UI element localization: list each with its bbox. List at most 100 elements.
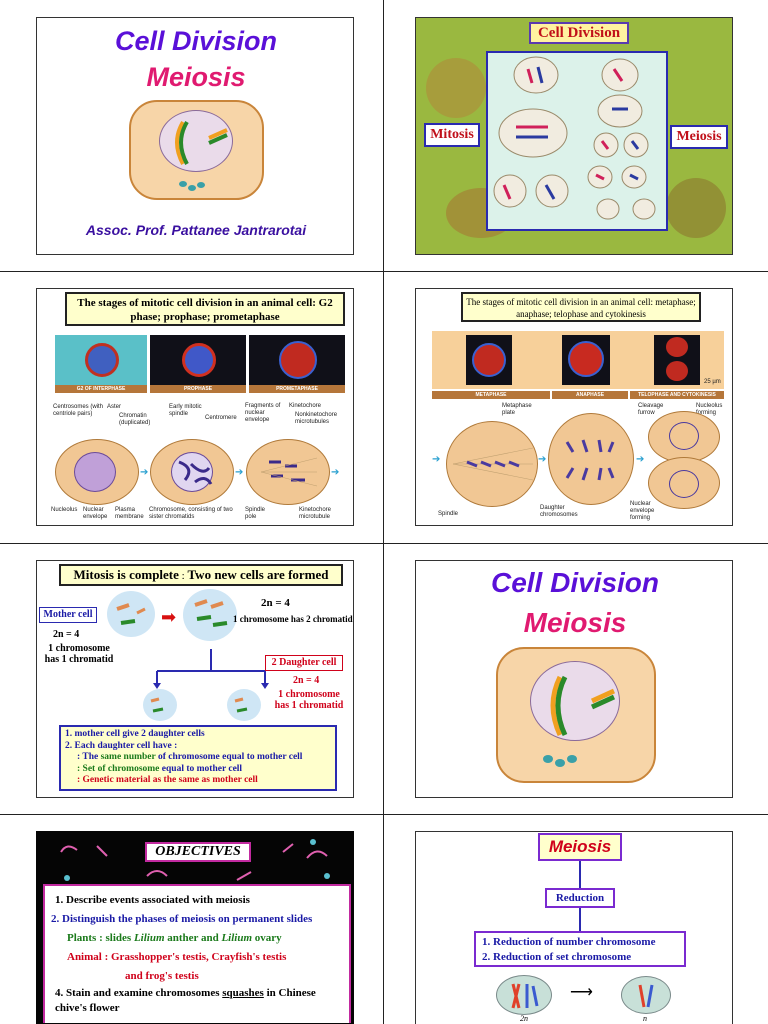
arrow-icon: ➔ [331, 467, 340, 478]
chromosome-decoration-icon [60, 839, 330, 881]
label-nucleolus-forming: Nucleolus forming [696, 403, 723, 416]
label-cleavage: Cleavage furrow [638, 403, 664, 416]
slide1-subtitle: Meiosis [146, 62, 246, 92]
left-2n: 2n = 4 [53, 629, 80, 640]
meiosis-cell-illustration [129, 100, 264, 200]
objective-animal-2: and frog's testis [125, 970, 199, 982]
slide-2: Cell Division [415, 17, 733, 255]
split-arrow-icon [153, 649, 269, 689]
meiosis-label: Meiosis [670, 125, 728, 149]
left-chrom: 1 chromosome has 1 chromatid [44, 643, 114, 665]
slide4-title: The stages of mitotic cell division in a… [461, 292, 701, 322]
grid-line-2 [0, 543, 768, 544]
slide-3: The stages of mitotic cell division in a… [36, 288, 354, 526]
cell-prometaphase [246, 439, 330, 505]
label-kinetochore: Kinetochore [289, 403, 322, 409]
division-cells-icon [493, 56, 656, 220]
slide2-title: Cell Division [529, 22, 629, 44]
objective-2: 2. Distinguish the phases of meiosis on … [51, 913, 313, 925]
grid-line-3 [0, 814, 768, 815]
meiosis-cell-illustration [496, 647, 656, 783]
strip-metaphase: METAPHASE [432, 391, 550, 399]
objective-plants-a: Plants : slides [67, 932, 134, 944]
strip-anaphase: ANAPHASE [552, 391, 628, 399]
nucleus [530, 661, 620, 741]
arrow-right-icon: ➡ [161, 607, 177, 627]
note-3b: same number [100, 752, 156, 762]
chromosome-icon [543, 675, 616, 767]
strip-telophase: TELOPHASE AND CYTOKINESIS [630, 391, 724, 399]
note-4: : Set of chromosome equal to mother cell [65, 764, 331, 776]
scale-label: 25 µm [704, 379, 721, 385]
slide5-title-a: Mitosis is complete [73, 567, 179, 582]
slide-6: Cell Division Meiosis [415, 560, 733, 798]
objective-1: 1. Describe events associated with meios… [55, 894, 250, 906]
label-nonkinetochore: Nonkinetochore microtubules [295, 412, 338, 425]
top-2n: 2n = 4 [261, 597, 290, 609]
slide5-title: Mitosis is complete : Two new cells are … [59, 564, 343, 586]
slide-7: OBJECTIVES 1. Describe events associated… [36, 831, 354, 1024]
slide-1: Cell Division Meiosis Assoc. Prof. Patta… [36, 17, 354, 255]
arrow-icon: ➔ [140, 467, 149, 478]
note-3a: : The [77, 752, 101, 762]
objective-animal: Animal : Grasshopper's testis, Crayfish'… [67, 951, 287, 963]
left-n-label: 2n [520, 1014, 528, 1023]
arrow-icon: ➔ [538, 454, 547, 465]
slide5-title-sep: : [178, 570, 188, 582]
division-diagram-panel [486, 51, 668, 231]
mitosis-label: Mitosis [424, 123, 480, 147]
bg-blob [426, 58, 486, 118]
label-nuclear-forming: Nuclear envelope forming [630, 501, 655, 521]
objective-plants-c: anther and [164, 932, 222, 944]
label-daughter: Daughter chromosomes [540, 505, 578, 518]
right-n-label: n [643, 1014, 647, 1023]
point-1: 1. Reduction of number chromosome [482, 936, 656, 948]
objectives-title: OBJECTIVES [145, 842, 251, 862]
micrograph-prometaphase [249, 335, 345, 385]
diploid-cell-icon [496, 975, 552, 1015]
cell-metaphase [446, 421, 538, 507]
note-4b: equal to mother cell [159, 763, 243, 774]
label-kinetochore-mt: Kinetochore microtubule [299, 507, 332, 520]
chromosome-icon [175, 120, 228, 191]
right-chrom: 1 chromosome has 1 chromatid [274, 689, 344, 711]
cell-telophase-bottom [648, 457, 720, 509]
daughter-cell-2-icon [227, 689, 261, 721]
cell-prophase [150, 439, 234, 505]
notes-box: 1. mother cell give 2 daughter cells 2. … [59, 725, 337, 791]
label-spindle: Spindle [438, 511, 459, 517]
label-centrosomes: Centrosomes (with centriole pairs) [53, 404, 104, 417]
note-1: 1. mother cell give 2 daughter cells [65, 729, 205, 739]
label-centromere: Centromere [205, 415, 237, 421]
micrograph-prophase [150, 335, 246, 385]
micrograph-strip: 25 µm [432, 331, 724, 389]
label-metaphase-plate: Metaphase plate [502, 403, 532, 416]
label-early-spindle: Early mitotic spindle [169, 404, 202, 417]
slide-8: Meiosis Reduction 1. Reduction of number… [415, 831, 733, 1024]
note-3: : The same number of chromosome equal to… [65, 752, 331, 764]
slide-4: The stages of mitotic cell division in a… [415, 288, 733, 526]
arrow-icon: ➔ [235, 467, 244, 478]
cell-telophase-top [648, 411, 720, 463]
connector-line [579, 861, 581, 889]
label-aster: Aster [107, 404, 122, 410]
micrograph-interphase [55, 335, 147, 385]
cell-anaphase [548, 413, 634, 505]
connector-line [579, 908, 581, 932]
objective-plants: Plants : slides Lilium anther and Lilium… [55, 929, 349, 948]
label-nucleolus: Nucleolus [51, 507, 78, 513]
mother-cell-icon [107, 591, 155, 637]
strip-g2: G2 OF INTERPHASE [55, 385, 147, 393]
label-nuclear-envelope: Nuclear envelope [83, 507, 108, 520]
objectives-list: 1. Describe events associated with meios… [43, 884, 351, 1023]
dividing-cell-icon [183, 589, 237, 641]
label-plasma-membrane: Plasma membrane [115, 507, 144, 520]
top-chrom: 1 chromosome has 2 chromatid [233, 614, 353, 624]
note-5: : Genetic material as the same as mother… [77, 775, 258, 785]
label-spindle-pole: Spindle pole [245, 507, 266, 520]
label-fragments: Fragments of nuclear envelope [245, 403, 281, 423]
arrow-icon: ➔ [432, 454, 441, 465]
point-2: 2. Reduction of set chromosome [482, 951, 632, 963]
nucleus [159, 110, 233, 172]
slide6-title: Cell Division [490, 567, 660, 598]
